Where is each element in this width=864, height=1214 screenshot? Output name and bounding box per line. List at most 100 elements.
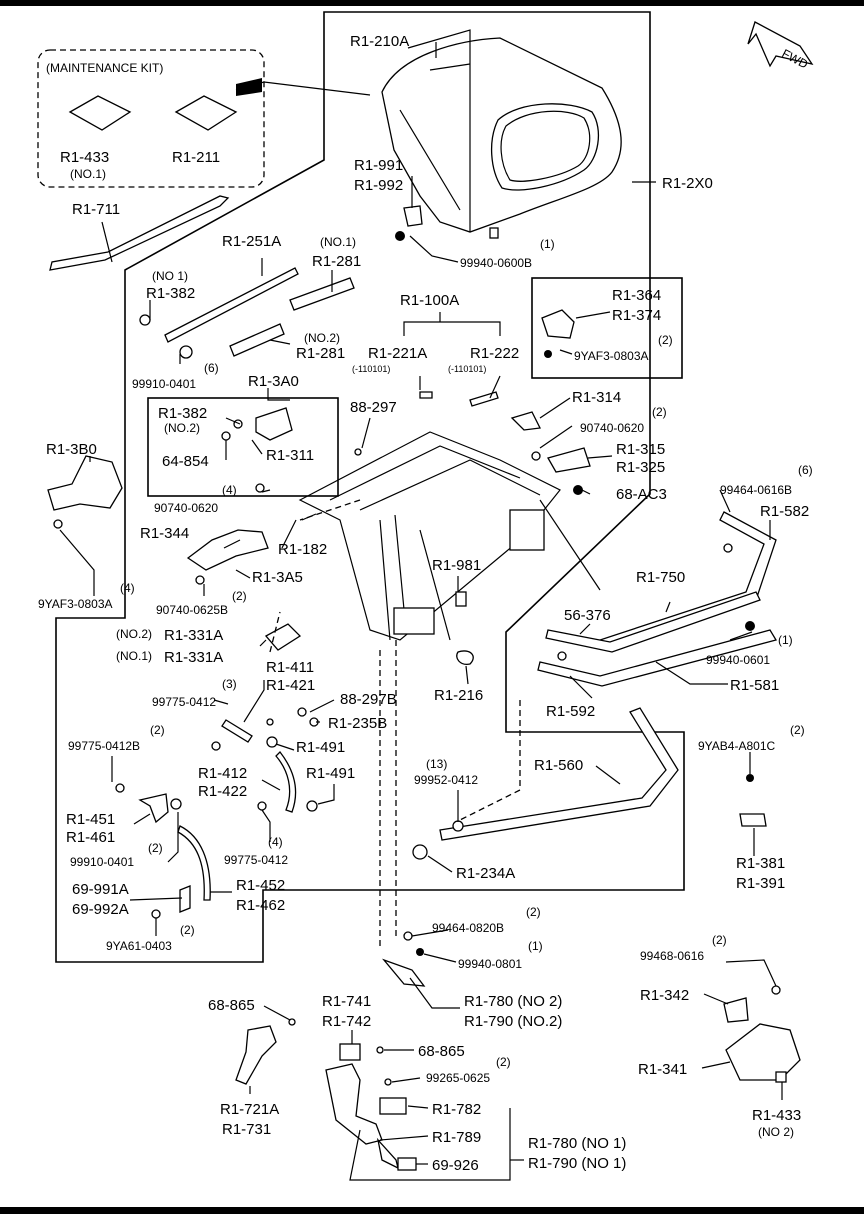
label-r1-711: R1-711: [72, 201, 120, 218]
clip-68-865-b: [376, 1046, 384, 1054]
label-99775-0412b: 99775-0412B: [68, 739, 140, 753]
part-r1-314: [510, 411, 541, 431]
label-r1-382-a: R1-382: [146, 285, 195, 302]
label-88-297b: 88-297B: [340, 691, 397, 708]
top-frame-assembly: [298, 431, 601, 641]
label-r1-451: R1-451: [66, 811, 115, 828]
label-r1-412: R1-412: [198, 765, 247, 782]
qty-99468-0616: (2): [712, 933, 727, 947]
part-r1-581: [537, 629, 778, 687]
label-r1-560: R1-560: [534, 757, 583, 774]
label-r1-491-a: R1-491: [296, 739, 345, 756]
label-r1-3a5: R1-3A5: [252, 569, 303, 586]
part-r1-411: [221, 719, 253, 743]
svg-text:FWD: FWD: [780, 46, 811, 71]
label-r1-3b0: R1-3B0: [46, 441, 97, 458]
part-r1-331a: [264, 623, 302, 651]
label-r1-182: R1-182: [278, 541, 327, 558]
label-r1-991: R1-991: [354, 157, 403, 174]
nut-99940-0600b: [395, 231, 405, 241]
label-r1-325: R1-325: [616, 459, 665, 476]
label-r1-331a-b: R1-331A: [164, 649, 223, 666]
label-69-926: 69-926: [432, 1157, 479, 1174]
label-99464-0820b: 99464-0820B: [432, 921, 504, 935]
part-r1-281-no1: [289, 277, 355, 311]
clip-88-297b: [297, 707, 307, 717]
r1-3a0-sub-frame: [147, 397, 339, 497]
label-date-b: (-110101): [448, 364, 486, 374]
part-r1-711: [49, 195, 230, 271]
qty-99952-0412: (13): [426, 757, 447, 771]
label-r1-433-kit: R1-433: [60, 149, 109, 166]
label-69-991a: 69-991A: [72, 881, 129, 898]
label-r1-452: R1-452: [236, 877, 285, 894]
part-r1-412: [275, 751, 297, 813]
qty-99910-0401-b: (2): [148, 841, 163, 855]
bolt-9yab4-a801c: [746, 774, 754, 782]
soft-top-cover: [381, 37, 622, 233]
qty-99775-0412-b: (4): [268, 835, 283, 849]
latch-housing: [325, 1063, 383, 1145]
label-r1-311: R1-311: [266, 447, 314, 464]
label-r1-582: R1-582: [760, 503, 809, 520]
label-r1-391: R1-391: [736, 875, 785, 892]
top-border: [0, 0, 864, 6]
label-r1-281-b: R1-281: [296, 345, 345, 362]
part-r1-3a5: [186, 529, 269, 571]
label-99940-0601: 99940-0601: [706, 653, 770, 667]
label-no2-382: (NO.2): [164, 421, 200, 435]
label-r1-790-no2: R1-790 (NO.2): [464, 1013, 562, 1030]
label-r1-315: R1-315: [616, 441, 665, 458]
pin-88-297: [354, 448, 362, 456]
qty-99464-0616b: (6): [798, 463, 813, 477]
qty-99775-0412-a: (3): [222, 677, 237, 691]
qty-99940-0801: (1): [528, 939, 543, 953]
part-r1-782: [379, 1097, 407, 1115]
part-69-926: [397, 1157, 417, 1171]
label-r1-235b: R1-235B: [328, 715, 387, 732]
label-r1-331a-a: R1-331A: [164, 627, 223, 644]
label-9yaf3-0803a-b: 9YAF3-0803A: [38, 597, 113, 611]
part-r1-560: [439, 707, 679, 841]
label-r1-592: R1-592: [546, 703, 595, 720]
part-r1-341: [725, 1023, 801, 1081]
clip-68-865-a: [288, 1018, 296, 1026]
part-r1-3a0: [255, 407, 293, 441]
label-r1-782: R1-782: [432, 1101, 481, 1118]
label-r1-211: R1-211: [172, 149, 220, 166]
label-r1-382-b: R1-382: [158, 405, 207, 422]
label-r1-789: R1-789: [432, 1129, 481, 1146]
part-r1-491-a: [266, 736, 278, 748]
bolt-9yaf3-a: [544, 350, 552, 358]
label-r1-364: R1-364: [612, 287, 661, 304]
qty-99940-0600b: (1): [540, 237, 555, 251]
label-r1-234a: R1-234A: [456, 865, 515, 882]
label-99940-0600b: 99940-0600B: [460, 256, 532, 270]
label-68-865-b: 68-865: [418, 1043, 465, 1060]
qty-90740-0620-b: (4): [222, 483, 237, 497]
bolt-99464-0820b: [403, 931, 413, 941]
label-r1-411: R1-411: [266, 659, 314, 676]
qty-99265-0625: (2): [496, 1055, 511, 1069]
clip-99910-0401-b: [170, 798, 182, 810]
label-99468-0616: 99468-0616: [640, 949, 704, 963]
clip-part: [489, 227, 499, 239]
part-r1-981: [455, 591, 467, 607]
label-no2-331: (NO.2): [116, 627, 152, 641]
leader-lines: [59, 29, 783, 1181]
bolt-90740-0620-a: [531, 451, 541, 461]
label-99265-0625: 99265-0625: [426, 1071, 490, 1085]
screw-99775-0412-b: [257, 801, 267, 811]
label-99940-0801: 99940-0801: [458, 957, 522, 971]
bolt-90740-0620-b: [255, 483, 265, 493]
part-r1-991: [403, 205, 423, 227]
label-r1-421: R1-421: [266, 677, 315, 694]
bolt-99464-0616b: [723, 543, 733, 553]
part-r1-491-b: [306, 800, 318, 812]
part-r1-342: [723, 997, 749, 1023]
label-90740-0620-b: 90740-0620: [154, 501, 218, 515]
screw-99775-0412-a: [211, 741, 221, 751]
label-99910-0401-b: 99910-0401: [70, 855, 134, 869]
